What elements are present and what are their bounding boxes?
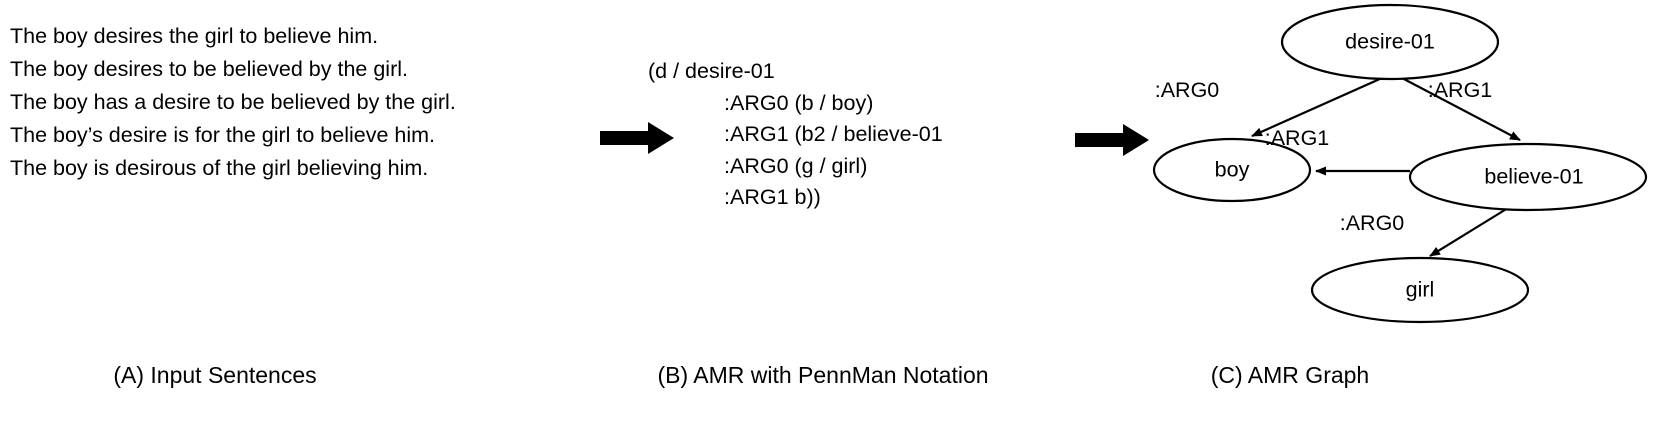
input-sentence: The boy desires to be believed by the gi…	[10, 57, 408, 81]
input-sentences-panel: The boy desires the girl to believe him.…	[10, 20, 570, 185]
penman-line: (d / desire-01	[648, 59, 775, 83]
edge-label-believe-arg0: :ARG0	[1340, 211, 1405, 235]
node-label: girl	[1406, 278, 1435, 302]
node-ellipse	[1310, 256, 1530, 324]
node-label: boy	[1215, 158, 1250, 182]
input-sentence: The boy has a desire to be believed by t…	[10, 90, 456, 114]
block-arrow-right-icon	[1075, 124, 1149, 156]
edge-label-desire-arg0: :ARG0	[1155, 78, 1220, 102]
graph-node-desire[interactable]: desire-01	[1280, 3, 1500, 81]
amr-graph-panel: desire-01 boy believe-01 girl :ARG0 :ARG…	[1130, 0, 1660, 340]
graph-node-believe[interactable]: believe-01	[1408, 142, 1648, 212]
edge-desire-arg0-boy	[1251, 76, 1383, 138]
node-label: desire-01	[1345, 30, 1435, 54]
input-sentence: The boy’s desire is for the girl to beli…	[10, 123, 436, 147]
penman-line: :ARG1 b))	[724, 185, 821, 209]
edge-desire-arg1-believe	[1401, 77, 1521, 141]
penman-line: :ARG0 (b / boy)	[724, 90, 874, 115]
amr-graph-svg: desire-01 boy believe-01 girl :ARG0 :ARG…	[1152, 3, 1648, 324]
node-ellipse	[1280, 3, 1500, 81]
node-label: believe-01	[1484, 165, 1583, 189]
caption-panel-a: (A) Input Sentences	[113, 362, 317, 388]
edge-label-believe-arg1: :ARG1	[1265, 126, 1330, 150]
node-ellipse	[1152, 137, 1312, 203]
penman-line: :ARG0 (g / girl)	[724, 153, 868, 178]
graph-node-girl[interactable]: girl	[1310, 256, 1530, 324]
input-sentence: The boy is desirous of the girl believin…	[10, 156, 429, 180]
node-ellipse	[1408, 142, 1648, 212]
input-sentence: The boy desires the girl to believe him.	[10, 24, 379, 48]
penman-line: :ARG1 (b2 / believe-01	[724, 122, 943, 146]
caption-panel-c: (C) AMR Graph	[1210, 362, 1370, 388]
block-arrow-right-icon	[600, 122, 674, 154]
edge-label-desire-arg1: :ARG1	[1428, 78, 1493, 102]
edge-believe-arg0-girl	[1429, 207, 1509, 257]
graph-node-boy[interactable]: boy	[1152, 137, 1312, 203]
penman-notation-panel: (d / desire-01 :ARG0 (b / boy) :ARG1 (b2…	[648, 56, 1068, 214]
caption-panel-b: (B) AMR with PennMan Notation	[657, 362, 989, 388]
